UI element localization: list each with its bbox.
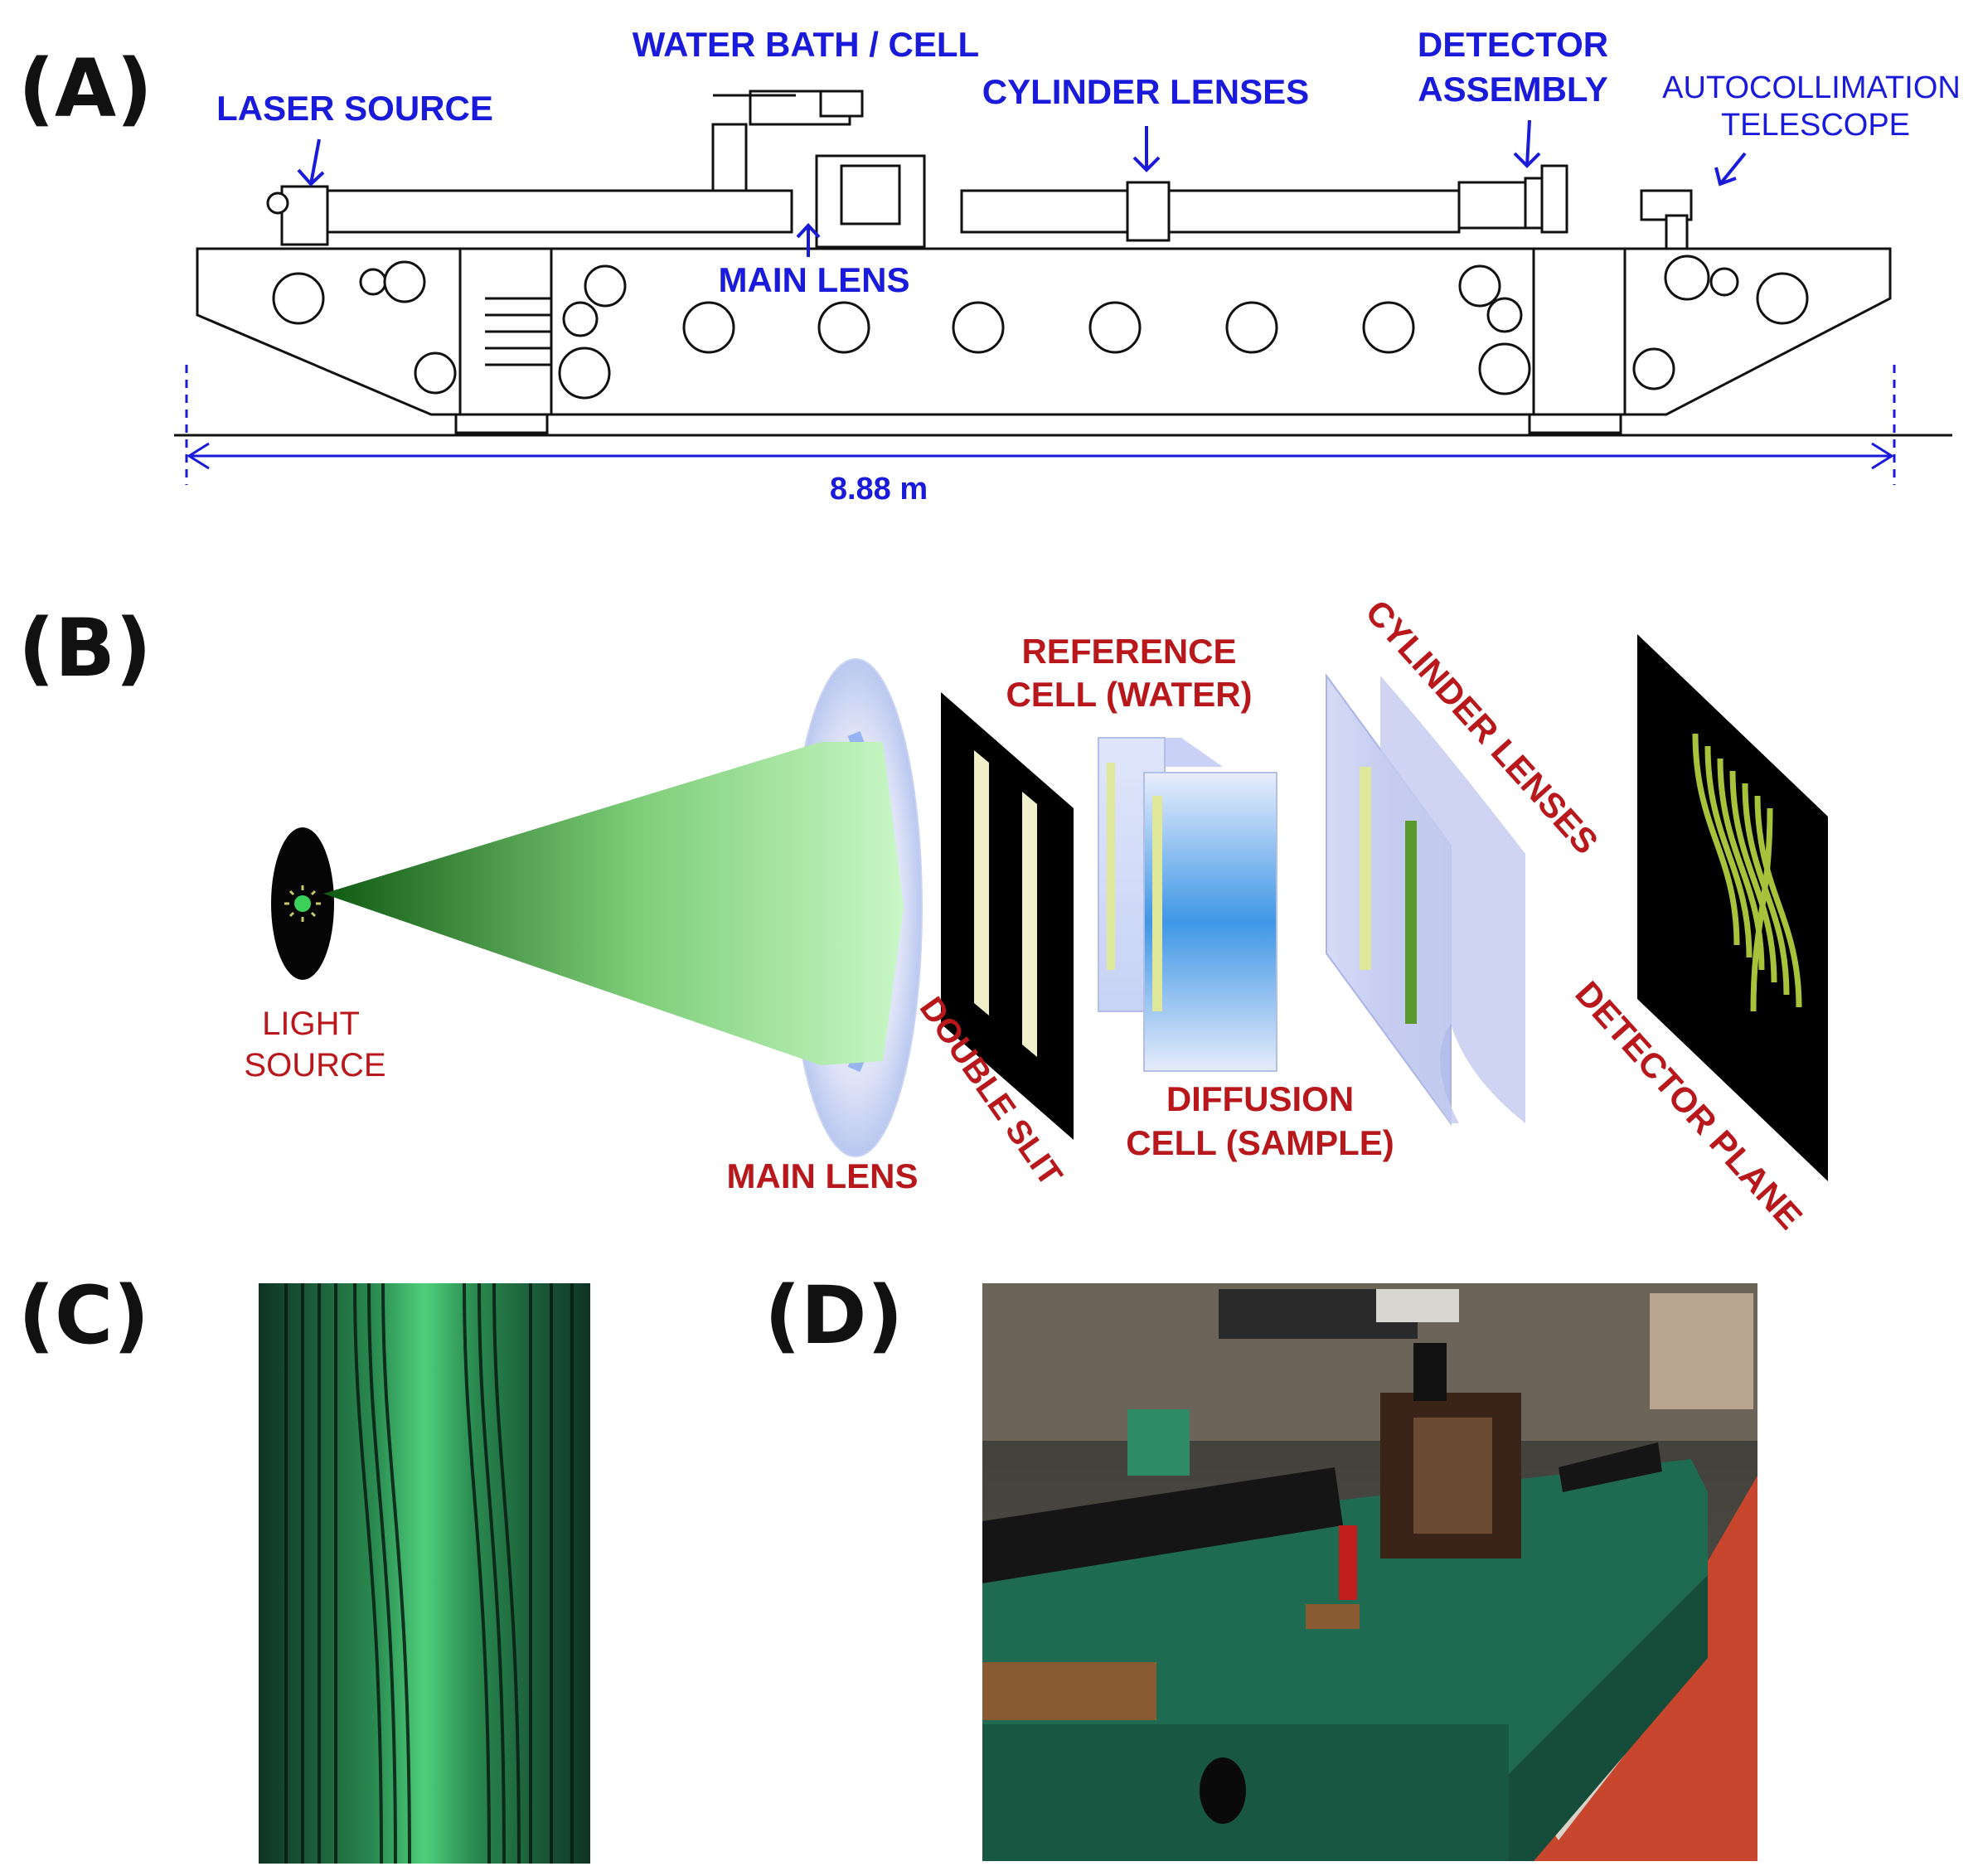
diffusion-cell bbox=[1143, 772, 1277, 1072]
reference-cell-label-line2: CELL (WATER) bbox=[1006, 675, 1252, 714]
main-lens-label-a: MAIN LENS bbox=[719, 260, 910, 299]
interference-pattern-image bbox=[259, 1283, 590, 1864]
light-source-label-line2: SOURCE bbox=[244, 1047, 385, 1083]
main-lens-arrow-a bbox=[796, 223, 821, 257]
laser-source-arrow bbox=[297, 138, 325, 187]
autocollimation-label-line2: TELESCOPE bbox=[1721, 108, 1910, 143]
slit-left bbox=[974, 750, 989, 1016]
bench-holes bbox=[272, 254, 1809, 400]
diffusion-cell-label-line1: DIFFUSION bbox=[1166, 1079, 1354, 1118]
length-dimension bbox=[185, 365, 1896, 485]
light-source-star-icon bbox=[284, 885, 321, 922]
panel-d: (D) bbox=[764, 1269, 1757, 1861]
panel-d-letter: (D) bbox=[764, 1269, 903, 1362]
detector-assembly-arrow bbox=[1513, 119, 1541, 168]
reference-cell-label-line1: REFERENCE bbox=[1021, 632, 1236, 671]
panel-a-letter: (A) bbox=[18, 42, 153, 135]
detector-assembly-label-line2: ASSEMBLY bbox=[1418, 70, 1608, 109]
laser-source-label: LASER SOURCE bbox=[216, 89, 493, 128]
cylinder-lenses-label-a: CYLINDER LENSES bbox=[982, 72, 1309, 111]
light-beam-cone bbox=[323, 742, 904, 1065]
interference-fringes bbox=[284, 1282, 574, 1864]
detector-assembly-label-line1: DETECTOR bbox=[1418, 25, 1608, 64]
panel-a: (A) bbox=[18, 25, 1961, 507]
panel-b-letter: (B) bbox=[18, 602, 152, 695]
laboratory-photo bbox=[982, 1283, 1757, 1861]
cylinder-lenses-shape bbox=[1326, 672, 1525, 1127]
main-lens-label-b: MAIN LENS bbox=[727, 1156, 919, 1195]
water-bath-label: WATER BATH / CELL bbox=[633, 25, 979, 64]
length-label: 8.88 m bbox=[830, 472, 928, 507]
panel-c: (C) bbox=[18, 1269, 590, 1864]
autocollimation-arrow bbox=[1714, 152, 1747, 187]
autocollimation-label-line1: AUTOCOLLIMATION bbox=[1662, 70, 1961, 105]
slit-right bbox=[1022, 792, 1037, 1057]
diffusion-cell-label-line2: CELL (SAMPLE) bbox=[1126, 1123, 1394, 1162]
detector-fringes bbox=[1692, 733, 1802, 1012]
cylinder-lenses-arrow bbox=[1132, 126, 1161, 172]
panel-c-letter: (C) bbox=[18, 1269, 149, 1362]
light-source-label-line1: LIGHT bbox=[262, 1006, 360, 1042]
panel-b: (B) bbox=[18, 593, 1828, 1237]
